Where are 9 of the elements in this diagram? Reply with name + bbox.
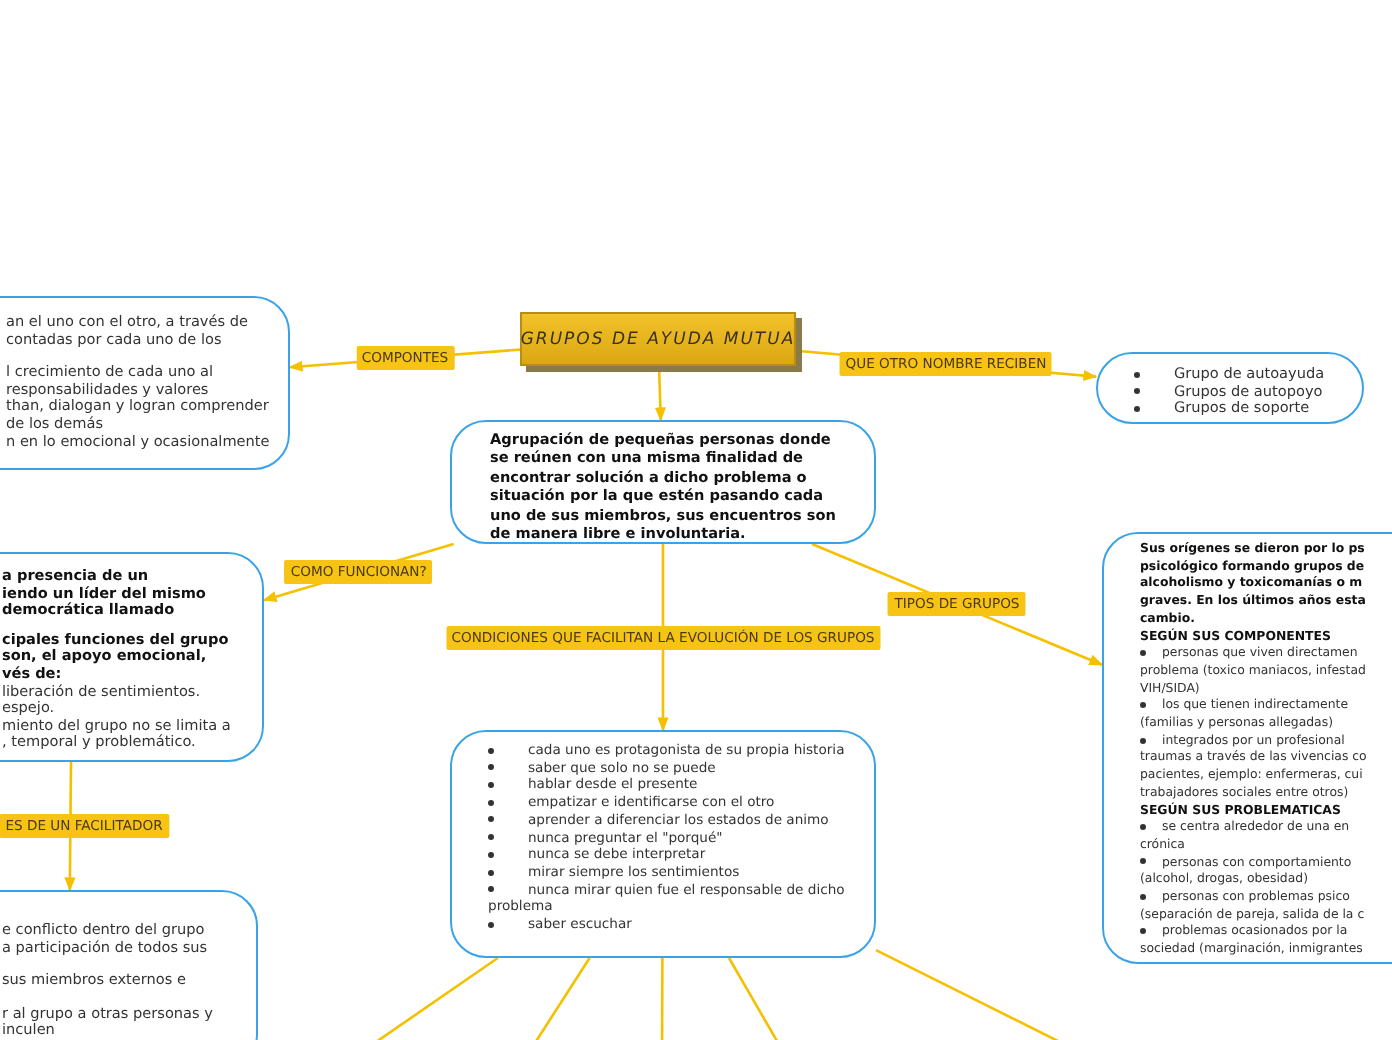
topic-card	[1096, 352, 1364, 424]
connector-line	[660, 958, 664, 1040]
title-box	[520, 312, 796, 366]
topic-card	[1102, 532, 1392, 964]
topic-card	[450, 730, 876, 958]
title-text: GRUPOS DE AYUDA MUTUA	[520, 329, 796, 349]
topic-card	[450, 420, 876, 544]
arrow	[657, 544, 669, 732]
topic-card	[0, 296, 290, 470]
